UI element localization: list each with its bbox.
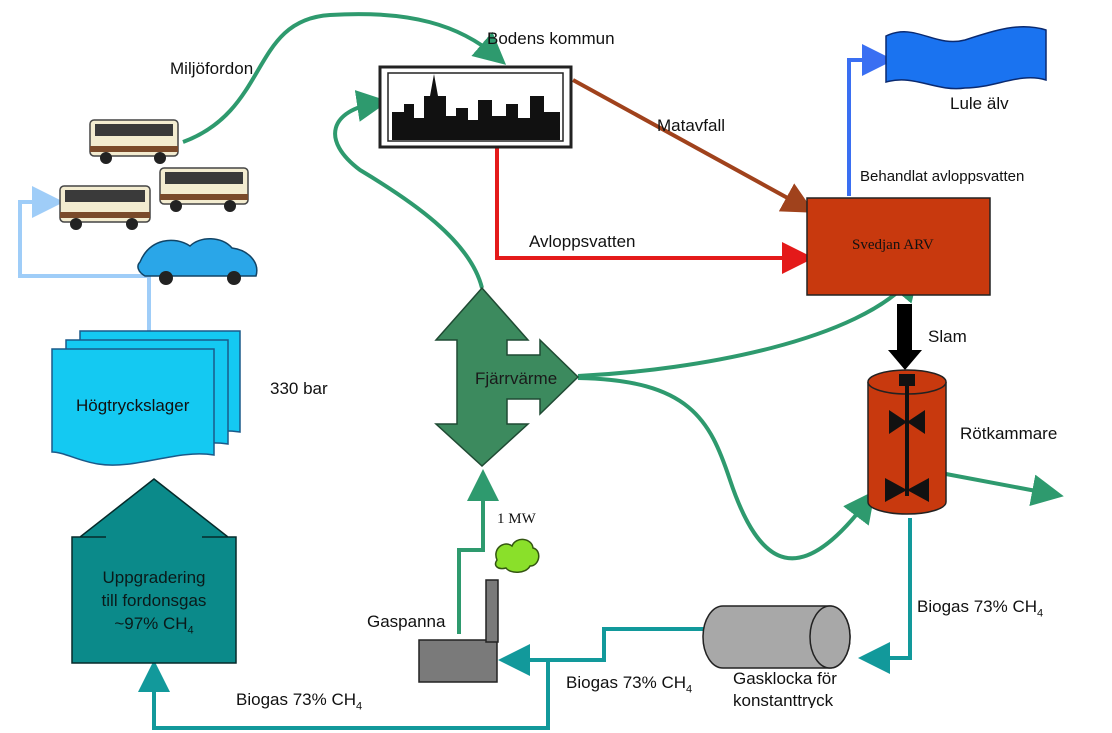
boiler-chimney-icon [418, 538, 540, 683]
river-flag-icon [885, 25, 1047, 90]
uppgradering-line1: Uppgradering [102, 568, 206, 587]
digester-tank-icon [867, 369, 947, 515]
label-lule-alv: Lule älv [950, 94, 1009, 113]
smoke-icon [494, 538, 540, 573]
label-behandlat-avloppsvatten: Behandlat avloppsvatten [860, 168, 1025, 185]
arrow-biogas-to-gasklocka [858, 518, 912, 674]
label-uppgradering: Uppgradering till fordonsgas ~97% CH4 [76, 566, 232, 642]
arrow-avloppsvatten [495, 148, 814, 274]
gasklocka-line2: konstanttryck [733, 691, 834, 708]
label-330-bar: 330 bar [270, 379, 328, 398]
label-gaspanna: Gaspanna [367, 612, 446, 631]
arrow-fjarrvarme-rotkammare [577, 376, 876, 561]
arrow-miljofordon [182, 12, 507, 144]
uppgradering-block [71, 478, 237, 664]
fjarrvarme-arrow-shape [434, 286, 580, 468]
label-miljofordon: Miljöfordon [170, 59, 254, 78]
car-icon [137, 238, 258, 285]
label-gasklocka: Gasklocka för konstanttryck [733, 668, 837, 708]
arrow-hogtryck-to-vehicles [18, 186, 151, 342]
arrow-behandlat [847, 44, 894, 196]
arrow-fjarrvarme-kommun [333, 90, 484, 289]
label-rotkammare: Rötkammare [960, 424, 1058, 443]
bus-icon [159, 167, 249, 212]
gasklocka-line1: Gasklocka för [733, 669, 837, 688]
svedjan-arv-box [806, 197, 991, 296]
label-biogas-mid: Biogas 73% CH4 [566, 673, 693, 696]
arrow-rotkammare-out [945, 472, 1064, 507]
label-biogas-left: Biogas 73% CH4 [236, 690, 363, 713]
uppgradering-line3: ~97% CH4 [114, 614, 194, 637]
uppgradering-line2: till fordonsgas [101, 591, 207, 610]
label-1-mw: 1 MW [497, 511, 536, 527]
arrow-biogas-to-gaspanna [498, 627, 708, 676]
arrow-gaspanna-fjarrvarme [457, 469, 499, 634]
city-skyline-sign-icon [378, 65, 573, 149]
label-biogas-right: Biogas 73% CH4 [917, 597, 1044, 620]
label-avloppsvatten: Avloppsvatten [529, 232, 636, 251]
gas-holder-cylinder-icon [702, 605, 851, 669]
arrow-biogas-to-uppgradering [138, 660, 550, 730]
label-matavfall: Matavfall [657, 116, 726, 135]
bus-icon [59, 185, 151, 230]
bus-icon [89, 119, 179, 164]
arrow-matavfall [572, 78, 815, 213]
label-bodens-kommun: Bodens kommun [487, 29, 615, 48]
hogtryckslager-storage-icon [51, 330, 241, 466]
label-hogtryckslager: Högtryckslager [76, 396, 190, 415]
label-fjarrvarme: Fjärrvärme [475, 369, 558, 388]
label-svedjan-arv: Svedjan ARV [852, 237, 934, 253]
arrow-slam [888, 304, 922, 370]
arrow-fjarrvarme-svedjan [577, 268, 920, 378]
label-slam: Slam [928, 327, 967, 346]
